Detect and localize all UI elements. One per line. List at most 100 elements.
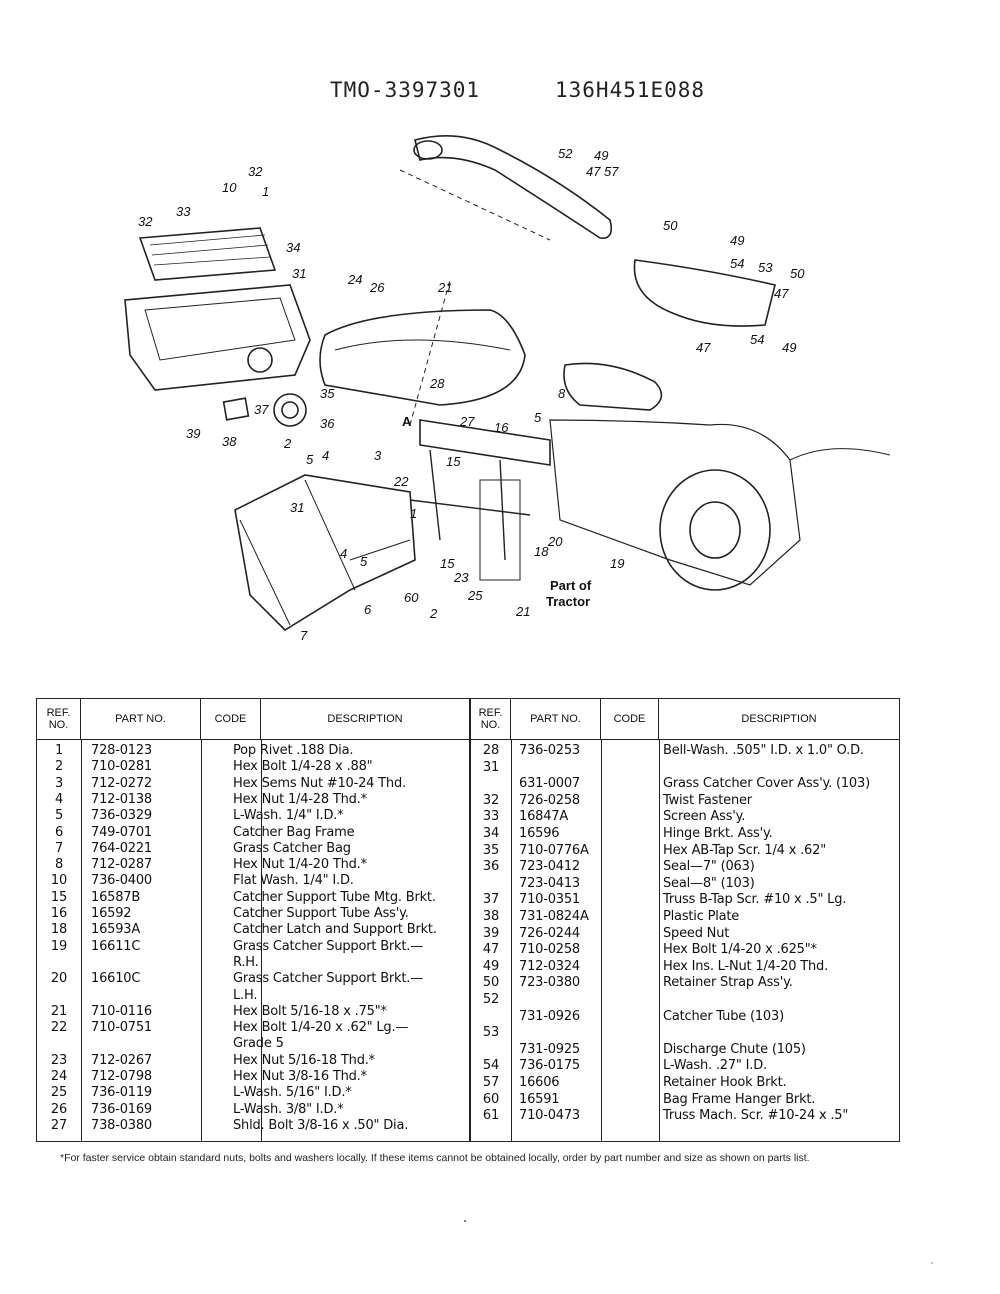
model-number-left: TMO-3397301 (330, 78, 481, 102)
description-cell: Grass Catcher Support Brkt.— (233, 971, 424, 987)
ref-no-cell: 50 (482, 975, 500, 991)
table-row: R.H. (37, 955, 469, 970)
cover-frame-drawing (124, 284, 311, 391)
description-cell: Catcher Bag Frame (233, 824, 355, 840)
callout-10: 10 (222, 180, 237, 195)
callout-8a: 8 (558, 386, 566, 401)
ref-no-cell: 37 (482, 892, 500, 908)
callout-5c: 5 (360, 554, 368, 569)
callout-5a: 5 (534, 410, 542, 425)
ref-no-cell: 24 (50, 1069, 68, 1084)
callout-36: 36 (320, 416, 335, 431)
ref-no-cell: 21 (50, 1003, 68, 1019)
callout-37: 37 (254, 402, 269, 417)
part-no-cell: 736-0169 (91, 1101, 152, 1117)
callout-53: 53 (758, 260, 773, 275)
callout-47a: 47 (586, 164, 601, 179)
ref-no-cell: 19 (50, 938, 68, 954)
callout-21a: 21 (437, 280, 452, 295)
part-no-cell: 16587B (91, 889, 141, 905)
callout-4a: 4 (322, 448, 329, 463)
callout-3: 3 (374, 448, 382, 463)
description-cell: Retainer Strap Ass'y. (663, 975, 793, 991)
ref-no-cell: 31 (482, 759, 500, 775)
callout-22: 22 (393, 474, 409, 489)
part-no-cell: 710-0473 (519, 1108, 580, 1124)
description-cell: Hex Nut 5/16-18 Thd.* (233, 1052, 375, 1068)
callout-60: 60 (404, 590, 419, 605)
part-no-cell: 731-0824A (519, 909, 589, 924)
part-no-cell: 736-0253 (519, 743, 580, 758)
part-no-cell: 710-0258 (519, 942, 580, 958)
part-no-cell: 710-0116 (91, 1003, 152, 1019)
callout-A: A (402, 414, 412, 429)
ref-no-cell: 34 (482, 826, 500, 841)
model-number-right: 136H451E088 (555, 78, 706, 102)
catcher-lid-drawing (319, 309, 526, 406)
ref-no-cell: 57 (482, 1075, 500, 1090)
description-cell: Seal—7" (063) (663, 859, 755, 875)
part-no-cell: 16610C (91, 971, 141, 987)
ref-no-cell: 22 (50, 1020, 68, 1036)
ref-no-cell: 27 (50, 1117, 68, 1133)
callout-49c: 49 (782, 340, 796, 355)
part-no-cell: 710-0776A (519, 842, 589, 858)
part-no-cell: 723-0380 (519, 975, 580, 991)
callout-32b: 32 (138, 214, 153, 229)
callout-50b: 50 (790, 266, 805, 281)
description-cell: Flat Wash. 1/4" I.D. (233, 873, 354, 889)
part-no-cell: 712-0272 (91, 775, 152, 791)
callout-7: 7 (300, 628, 308, 643)
part-no-cell: 710-0281 (91, 759, 152, 775)
description-cell: Hex Ins. L-Nut 1/4-20 Thd. (663, 958, 829, 974)
description-cell: Hex Bolt 1/4-20 x .625"* (663, 942, 817, 958)
description-cell: Twist Fastener (663, 792, 752, 808)
ref-no-cell: 23 (50, 1052, 68, 1068)
description-cell: L-Wash. 5/16" I.D.* (233, 1085, 352, 1101)
description-cell: Catcher Latch and Support Brkt. (233, 922, 437, 938)
description-cell: Hinge Brkt. Ass'y. (663, 826, 773, 841)
part-no-cell: 736-0400 (91, 873, 152, 889)
table-header: REF. NO. PART NO. CODE DESCRIPTION (37, 699, 469, 740)
part-no-cell: 712-0798 (91, 1069, 152, 1084)
part-no-cell: 723-0413 (519, 875, 580, 891)
description-cell: Hex Bolt 1/4-28 x .88" (233, 759, 373, 775)
ref-no-cell: 25 (50, 1085, 68, 1101)
part-no-cell: 736-0329 (91, 808, 152, 824)
callout-23: 23 (453, 570, 469, 585)
part-no-cell: 712-0138 (91, 791, 152, 807)
description-cell: Hex Nut 1/4-20 Thd.* (233, 857, 367, 873)
callout-49a: 49 (594, 148, 608, 163)
callout-15b: 15 (440, 556, 455, 571)
callout-24: 24 (347, 272, 362, 287)
part-no-cell: 631-0007 (519, 776, 580, 792)
catcher-bag-drawing (234, 474, 416, 632)
ref-no-cell: 18 (50, 922, 68, 938)
description-cell: Retainer Hook Brkt. (663, 1075, 787, 1090)
screen-drawing (138, 227, 277, 281)
ref-no-cell: 20 (50, 971, 68, 987)
callout-39: 39 (186, 426, 200, 441)
tractor-seat-drawing (563, 362, 663, 411)
callout-49b: 49 (730, 233, 744, 248)
header-code: CODE (601, 699, 659, 739)
description-cell: Truss B-Tap Scr. #10 x .5" Lg. (663, 892, 847, 908)
description-cell: L-Wash. 3/8" I.D.* (233, 1101, 344, 1117)
header-description: DESCRIPTION (327, 713, 403, 725)
part-no-cell: 738-0380 (91, 1117, 152, 1133)
